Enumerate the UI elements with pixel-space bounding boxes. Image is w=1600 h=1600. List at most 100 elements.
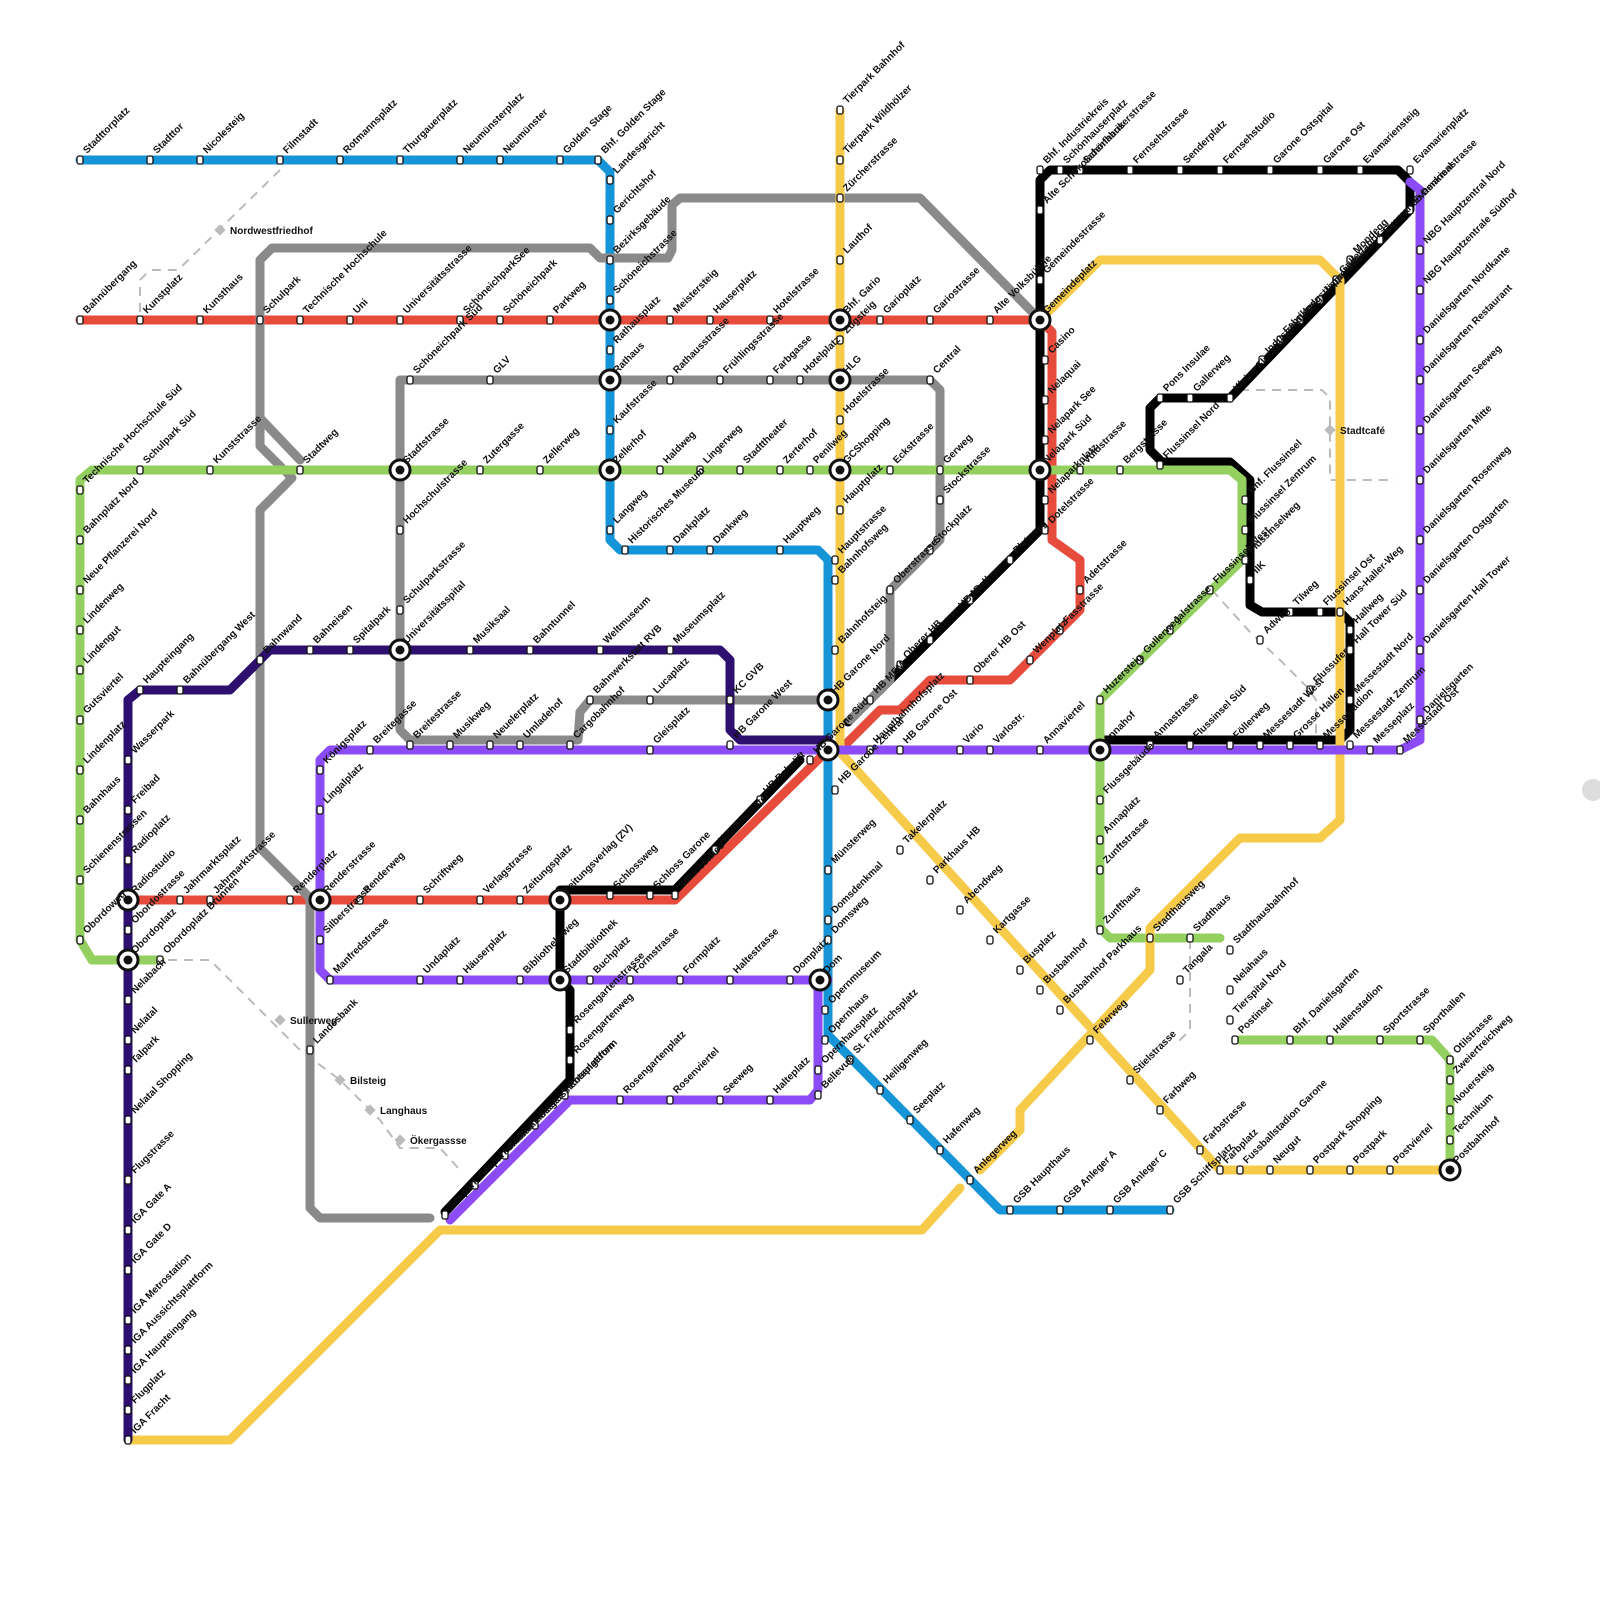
station-marker[interactable]	[76, 815, 84, 825]
station-marker[interactable]	[1406, 165, 1414, 175]
station-label[interactable]: Tilweg	[1291, 578, 1321, 608]
station-marker[interactable]	[836, 155, 844, 165]
station-marker[interactable]	[1416, 535, 1424, 545]
interchange-hub[interactable]	[598, 368, 622, 392]
station-marker[interactable]	[124, 1035, 132, 1045]
station-marker[interactable]	[76, 625, 84, 635]
station-marker[interactable]	[396, 525, 404, 535]
station-marker[interactable]	[1206, 585, 1214, 595]
station-marker[interactable]	[416, 975, 424, 985]
station-marker[interactable]	[866, 695, 874, 705]
station-label[interactable]: Bahnhaus	[81, 774, 123, 816]
station-marker[interactable]	[1226, 945, 1234, 955]
station-label[interactable]: SchöneichparkSee	[461, 245, 532, 316]
minor-stop-marker[interactable]	[214, 224, 226, 236]
station-marker[interactable]	[646, 745, 654, 755]
station-label[interactable]: Schöneichpark Süd	[411, 302, 485, 376]
station-marker[interactable]	[366, 745, 374, 755]
station-marker[interactable]	[1332, 275, 1340, 285]
station-marker[interactable]	[1126, 1075, 1134, 1085]
station-marker[interactable]	[1116, 465, 1124, 475]
station-marker[interactable]	[336, 155, 344, 165]
station-label[interactable]: Lindengut	[81, 624, 123, 666]
station-label[interactable]: Wasserpark	[129, 708, 177, 756]
station-marker[interactable]	[1241, 555, 1249, 565]
station-label[interactable]: Abendweg	[961, 863, 1005, 907]
station-label[interactable]: Musikweg	[451, 700, 493, 742]
station-label[interactable]: Postpark	[1351, 1128, 1389, 1166]
station-label[interactable]: Stielstrasse	[1131, 1028, 1179, 1076]
station-label[interactable]: Stadttorplatz	[81, 105, 132, 156]
interchange-hub[interactable]	[308, 888, 332, 912]
station-marker[interactable]	[736, 465, 744, 475]
station-marker[interactable]	[966, 595, 974, 605]
minor-stop-label[interactable]: Sullerweg	[290, 1016, 337, 1027]
station-label[interactable]: Gutsviertel	[81, 671, 126, 716]
station-marker[interactable]	[896, 845, 904, 855]
station-marker[interactable]	[1076, 165, 1084, 175]
station-marker[interactable]	[1446, 1135, 1454, 1145]
station-marker[interactable]	[1316, 740, 1324, 750]
station-marker[interactable]	[1041, 525, 1049, 535]
station-marker[interactable]	[666, 645, 674, 655]
station-marker[interactable]	[831, 785, 839, 795]
station-marker[interactable]	[76, 875, 84, 885]
station-marker[interactable]	[776, 465, 784, 475]
station-marker[interactable]	[1146, 740, 1154, 750]
station-marker[interactable]	[176, 685, 184, 695]
station-marker[interactable]	[726, 975, 734, 985]
station-label[interactable]: Musiksaal	[471, 604, 513, 646]
station-marker[interactable]	[1236, 1165, 1244, 1175]
station-marker[interactable]	[76, 315, 84, 325]
station-marker[interactable]	[936, 1145, 944, 1155]
station-marker[interactable]	[286, 895, 294, 905]
station-label[interactable]: Platzweg	[1011, 518, 1049, 556]
station-marker[interactable]	[1231, 1035, 1239, 1045]
station-marker[interactable]	[456, 315, 464, 325]
station-marker[interactable]	[1346, 740, 1354, 750]
station-marker[interactable]	[316, 935, 324, 945]
minor-stop-label[interactable]: Bilsteig	[350, 1076, 386, 1087]
station-marker[interactable]	[666, 1095, 674, 1105]
station-marker[interactable]	[124, 925, 132, 935]
station-marker[interactable]	[566, 740, 574, 750]
station-marker[interactable]	[876, 315, 884, 325]
station-label[interactable]: Kunstplatz	[141, 272, 185, 316]
station-label[interactable]: Kartgasse	[991, 894, 1033, 936]
station-marker[interactable]	[1446, 1105, 1454, 1115]
station-marker[interactable]	[621, 545, 629, 555]
station-marker[interactable]	[824, 865, 832, 875]
station-marker[interactable]	[1041, 495, 1049, 505]
station-marker[interactable]	[1096, 795, 1104, 805]
station-marker[interactable]	[76, 935, 84, 945]
station-label[interactable]: Freibad	[129, 773, 162, 806]
station-label[interactable]: HLG	[841, 353, 864, 376]
station-marker[interactable]	[486, 375, 494, 385]
station-label[interactable]: Zutergasse	[481, 420, 527, 466]
station-marker[interactable]	[836, 193, 844, 203]
station-marker[interactable]	[926, 545, 934, 555]
interchange-hub[interactable]	[388, 458, 412, 482]
interchange-hub[interactable]	[828, 308, 852, 332]
station-marker[interactable]	[766, 375, 774, 385]
station-marker[interactable]	[766, 1095, 774, 1105]
station-label[interactable]: Königsplatz	[321, 718, 369, 766]
station-label[interactable]: Messestadt Ost	[1401, 686, 1462, 747]
station-marker[interactable]	[1416, 375, 1424, 385]
station-marker[interactable]	[1416, 585, 1424, 595]
station-marker[interactable]	[1336, 607, 1344, 617]
station-marker[interactable]	[966, 675, 974, 685]
station-marker[interactable]	[821, 1005, 829, 1015]
station-label[interactable]: Gariostrasse	[931, 265, 982, 316]
station-label[interactable]: Dankweg	[711, 507, 750, 546]
station-marker[interactable]	[671, 890, 679, 900]
station-marker[interactable]	[936, 495, 944, 505]
station-marker[interactable]	[1186, 740, 1194, 750]
station-marker[interactable]	[476, 895, 484, 905]
station-label[interactable]: Zellerweg	[541, 426, 581, 466]
station-marker[interactable]	[1416, 1035, 1424, 1045]
station-marker[interactable]	[526, 645, 534, 655]
interchange-hub[interactable]	[598, 308, 622, 332]
station-marker[interactable]	[986, 935, 994, 945]
station-marker[interactable]	[1136, 655, 1144, 665]
